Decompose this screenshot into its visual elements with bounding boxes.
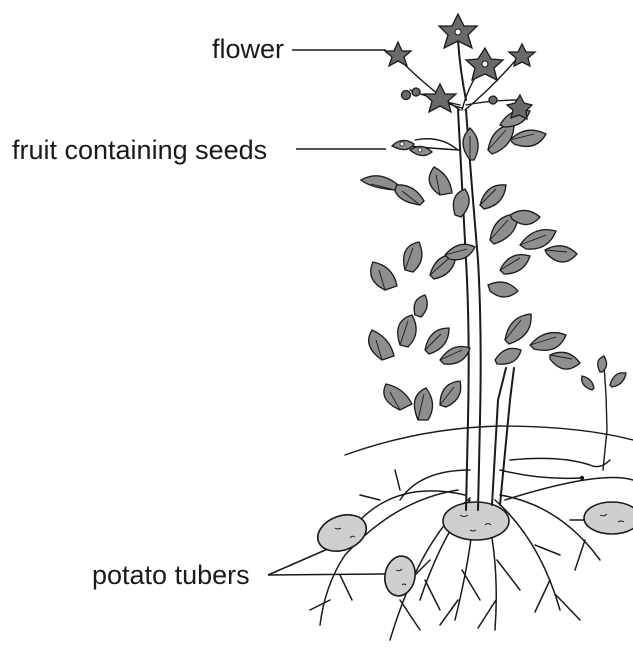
label-flower: flower bbox=[212, 34, 284, 64]
label-pointers bbox=[268, 50, 388, 575]
label-potato-tubers: potato tubers bbox=[92, 560, 250, 590]
flower-left bbox=[385, 42, 411, 66]
tuber-left bbox=[313, 508, 372, 557]
leaves bbox=[361, 110, 626, 420]
tuber-middle bbox=[382, 554, 418, 599]
soil-surface bbox=[345, 426, 633, 455]
flower-lower bbox=[424, 84, 456, 112]
pointer-tuber-left bbox=[268, 548, 330, 575]
label-fruit: fruit containing seeds bbox=[12, 135, 267, 165]
potato-tubers bbox=[313, 502, 633, 598]
pointer-tuber-middle bbox=[268, 574, 388, 575]
tuber-main bbox=[443, 502, 509, 540]
roots bbox=[310, 458, 633, 640]
tuber-right bbox=[584, 502, 633, 534]
fruit-containing-seeds bbox=[392, 140, 432, 155]
